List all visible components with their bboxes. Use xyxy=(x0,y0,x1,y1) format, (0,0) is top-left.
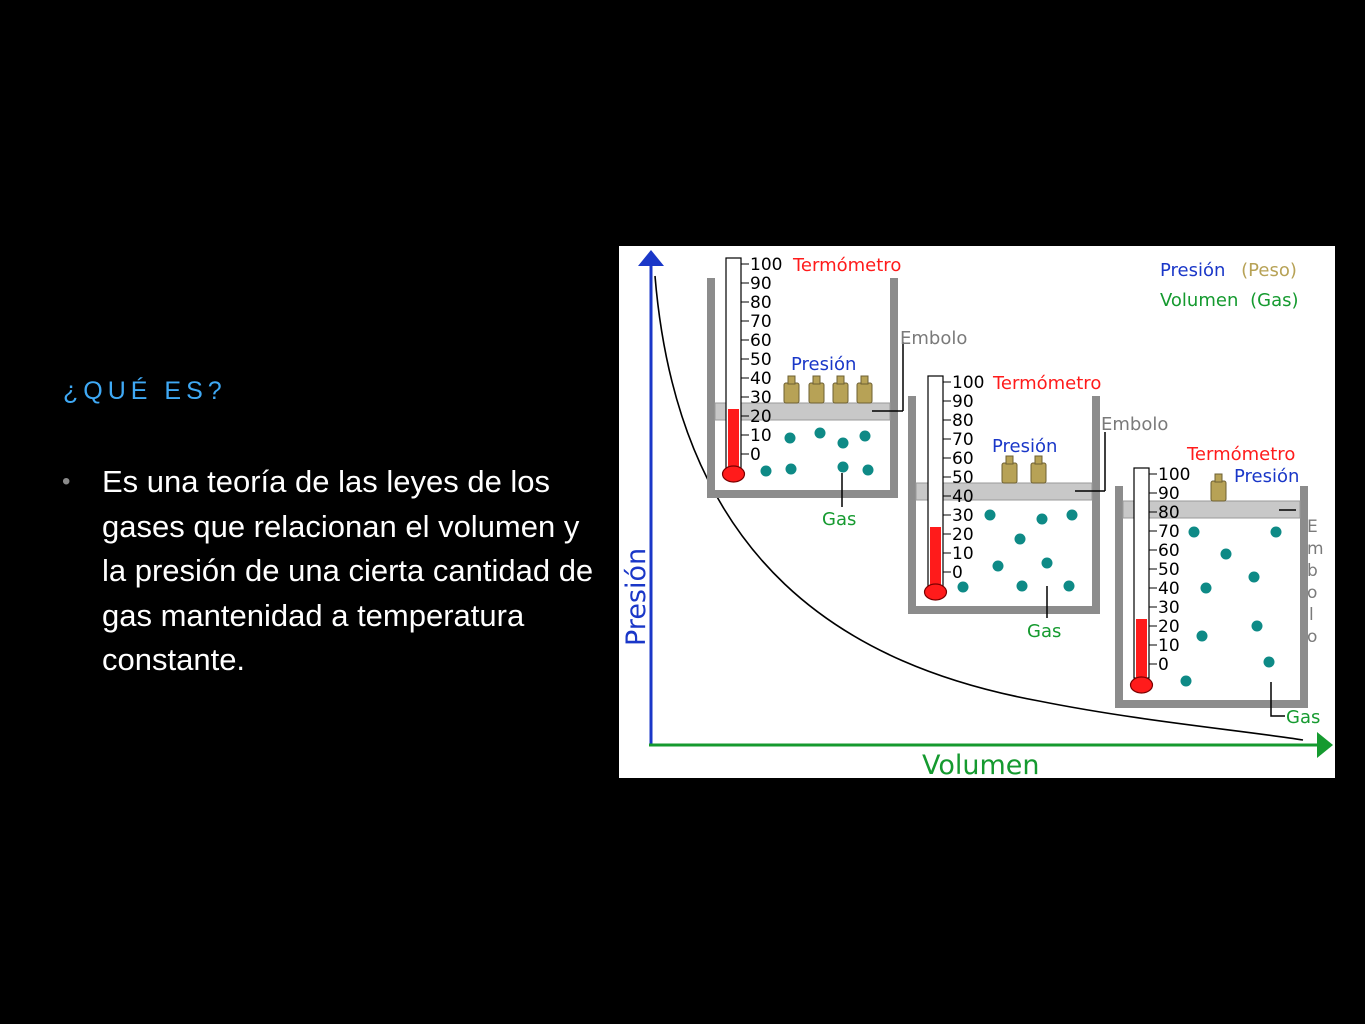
container-2-termometro-label: Termómetro xyxy=(992,373,1101,394)
container-3-scale-ticks xyxy=(1149,473,1157,665)
container-1: Presión Termómetro Embolo Gas 100 xyxy=(707,255,967,530)
container-1-embolo-label: Embolo xyxy=(900,328,967,349)
svg-text:90: 90 xyxy=(1158,484,1180,504)
svg-text:40: 40 xyxy=(1158,579,1180,599)
svg-text:70: 70 xyxy=(1158,522,1180,542)
svg-text:50: 50 xyxy=(750,350,772,370)
bullet-dot-icon: • xyxy=(62,468,71,495)
container-1-mercury xyxy=(728,409,739,468)
svg-text:60: 60 xyxy=(952,449,974,469)
isotherm-curve xyxy=(654,275,1304,741)
container-1-scale-ticks xyxy=(741,263,749,455)
container-3-scale-labels: 100 90 80 70 60 50 40 30 20 10 0 xyxy=(1158,465,1190,675)
container-2-walls xyxy=(908,396,1100,614)
svg-text:80: 80 xyxy=(1158,503,1180,523)
container-2-mercury xyxy=(930,527,941,586)
diagram-svg: Presión Volumen Presión (Peso) Volumen (… xyxy=(621,250,1333,778)
legend-line-1: Presión (Peso) xyxy=(1160,260,1297,281)
svg-text:100: 100 xyxy=(952,373,984,393)
svg-text:50: 50 xyxy=(1158,560,1180,580)
svg-text:o: o xyxy=(1307,583,1317,603)
svg-text:20: 20 xyxy=(750,407,772,427)
legend-presion: Presión xyxy=(1160,260,1225,281)
svg-text:70: 70 xyxy=(952,430,974,450)
y-axis-arrow-icon xyxy=(638,250,664,266)
container-1-thermometer-bulb xyxy=(721,465,746,483)
svg-text:0: 0 xyxy=(750,445,761,465)
container-3-embolo-label: E m b o l o xyxy=(1307,517,1324,647)
container-2-scale-labels: 100 90 80 70 60 50 40 30 20 10 0 xyxy=(952,373,984,583)
container-3-weights xyxy=(1210,473,1227,502)
container-3-walls xyxy=(1115,486,1308,708)
svg-text:40: 40 xyxy=(952,487,974,507)
container-2-scale-ticks xyxy=(943,381,951,573)
legend-volumen: Volumen xyxy=(1160,290,1238,311)
legend-peso: (Peso) xyxy=(1241,260,1297,281)
svg-text:100: 100 xyxy=(1158,465,1190,485)
container-3-thermometer-bulb xyxy=(1129,676,1154,694)
container-2-gas-particles xyxy=(957,509,1078,593)
svg-text:0: 0 xyxy=(952,563,963,583)
container-3-mercury xyxy=(1136,619,1147,678)
svg-text:30: 30 xyxy=(750,388,772,408)
svg-text:20: 20 xyxy=(1158,617,1180,637)
container-3-presion-label: Presión xyxy=(1234,466,1299,487)
svg-text:40: 40 xyxy=(750,369,772,389)
svg-text:90: 90 xyxy=(952,392,974,412)
svg-text:E: E xyxy=(1307,517,1318,537)
container-1-gas-label: Gas xyxy=(822,509,856,530)
svg-text:o: o xyxy=(1307,627,1317,647)
svg-text:20: 20 xyxy=(952,525,974,545)
container-3-gas-particles xyxy=(1180,526,1282,687)
svg-text:b: b xyxy=(1307,561,1318,581)
x-axis-label: Volumen xyxy=(922,750,1040,778)
y-axis-label: Presión xyxy=(621,548,652,646)
bullet-item: • Es una teoría de las leyes de los gase… xyxy=(62,460,602,683)
svg-text:30: 30 xyxy=(952,506,974,526)
container-1-weights xyxy=(783,375,873,404)
bullet-list: • Es una teoría de las leyes de los gase… xyxy=(62,460,602,683)
container-2: Presión Termómetro Embolo Gas 100 xyxy=(908,373,1168,642)
svg-text:m: m xyxy=(1307,539,1324,559)
container-1-walls xyxy=(707,278,898,498)
svg-text:90: 90 xyxy=(750,274,772,294)
legend-gas: (Gas) xyxy=(1250,290,1298,311)
svg-text:60: 60 xyxy=(750,331,772,351)
container-3-gas-label: Gas xyxy=(1286,707,1320,728)
svg-text:100: 100 xyxy=(750,255,782,275)
container-3: Termómetro Presión E m b o l o Gas xyxy=(1115,444,1324,728)
svg-text:10: 10 xyxy=(1158,636,1180,656)
svg-text:80: 80 xyxy=(750,293,772,313)
svg-text:0: 0 xyxy=(1158,655,1169,675)
container-3-termometro-label: Termómetro xyxy=(1186,444,1295,465)
container-2-thermometer-bulb xyxy=(923,583,948,601)
slide-heading: ¿QUÉ ES? xyxy=(63,377,227,405)
svg-text:50: 50 xyxy=(952,468,974,488)
container-1-scale-labels: 100 90 80 70 60 50 40 30 20 10 0 xyxy=(750,255,782,465)
container-2-gas-label: Gas xyxy=(1027,621,1061,642)
svg-text:80: 80 xyxy=(952,411,974,431)
boyle-law-figure: Presión Volumen Presión (Peso) Volumen (… xyxy=(619,246,1335,778)
svg-text:70: 70 xyxy=(750,312,772,332)
svg-text:30: 30 xyxy=(1158,598,1180,618)
svg-text:60: 60 xyxy=(1158,541,1180,561)
container-1-gas-particles xyxy=(760,427,874,477)
x-axis-arrow-icon xyxy=(1317,732,1333,758)
bullet-text: Es una teoría de las leyes de los gases … xyxy=(102,464,594,677)
svg-text:l: l xyxy=(1309,605,1314,625)
container-2-weights xyxy=(1001,455,1047,484)
container-2-embolo-label: Embolo xyxy=(1101,414,1168,435)
container-1-presion-label: Presión xyxy=(791,354,856,375)
svg-text:10: 10 xyxy=(750,426,772,446)
container-2-presion-label: Presión xyxy=(992,436,1057,457)
container-1-termometro-label: Termómetro xyxy=(792,255,901,276)
svg-text:10: 10 xyxy=(952,544,974,564)
legend-line-2: Volumen (Gas) xyxy=(1160,290,1299,311)
